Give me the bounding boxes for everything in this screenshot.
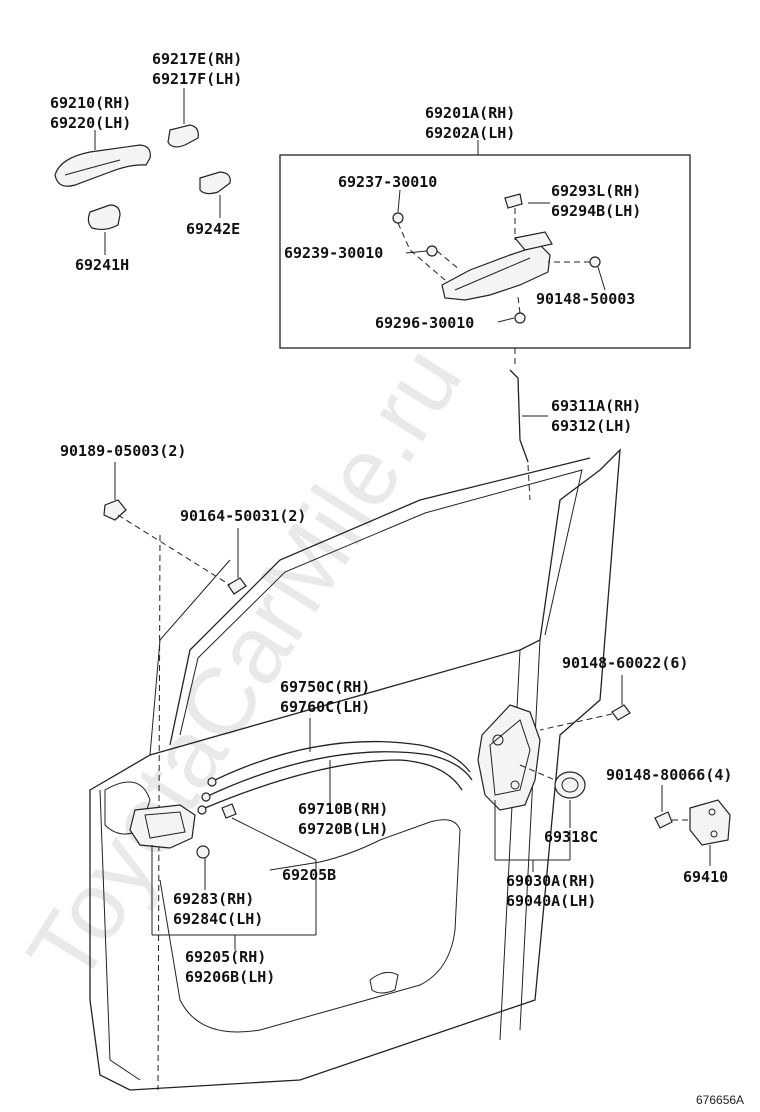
- screw-90164: [227, 528, 247, 595]
- label-90164: 90164-50031(2): [180, 507, 306, 525]
- clip-69205B: [221, 803, 237, 819]
- label-69201-rh: 69201A(RH): [425, 104, 515, 122]
- figure-number: 676656A: [696, 1093, 744, 1107]
- screw-90148-50003: [589, 256, 601, 268]
- label-69237: 69237-30010: [338, 173, 437, 191]
- label-69030-rh: 69030A(RH): [506, 872, 596, 890]
- label-90148-50003: 90148-50003: [536, 290, 635, 308]
- lock-assembly-box: [279, 154, 691, 349]
- clip-69239: [426, 245, 438, 257]
- outside-handle-frame: [392, 193, 601, 324]
- label-69710-rh: 69710B(RH): [298, 800, 388, 818]
- label-90148-80066: 90148-80066(4): [606, 766, 732, 784]
- label-90148-60022: 90148-60022(6): [562, 654, 688, 672]
- label-90189: 90189-05003(2): [60, 442, 186, 460]
- label-69239: 69239-30010: [284, 244, 383, 262]
- inside-handle: [129, 803, 317, 950]
- label-69217-rh: 69217E(RH): [152, 50, 242, 68]
- label-69710-lh: 69720B(LH): [298, 820, 388, 838]
- label-69205-rh: 69205(RH): [185, 948, 266, 966]
- label-69283-rh: 69283(RH): [173, 890, 254, 908]
- screw-69296: [514, 312, 526, 324]
- label-69205-lh: 69206B(LH): [185, 968, 275, 986]
- fastener-90189: [103, 462, 127, 521]
- label-69311-lh: 69312(LH): [551, 417, 632, 435]
- label-69210-rh: 69210(RH): [50, 94, 131, 112]
- label-69750-lh: 69760C(LH): [280, 698, 370, 716]
- label-69242: 69242E: [186, 220, 240, 238]
- door-lock: [477, 704, 571, 872]
- screw-90148-80066: [654, 785, 690, 829]
- label-69205b: 69205B: [282, 866, 336, 884]
- label-69750-rh: 69750C(RH): [280, 678, 370, 696]
- lock-rod: [509, 348, 548, 501]
- label-69283-lh: 69284C(LH): [173, 910, 263, 928]
- handle-pad: [87, 204, 121, 255]
- label-69241: 69241H: [75, 256, 129, 274]
- label-69318: 69318C: [544, 828, 598, 846]
- label-69311-rh: 69311A(RH): [551, 397, 641, 415]
- label-69201-lh: 69202A(LH): [425, 124, 515, 142]
- label-69210-lh: 69220(LH): [50, 114, 131, 132]
- label-69217-lh: 69217F(LH): [152, 70, 242, 88]
- label-69293-rh: 69293L(RH): [551, 182, 641, 200]
- clip-69293: [504, 193, 523, 209]
- handle-pad-2: [199, 171, 231, 218]
- outside-handle: [54, 130, 151, 187]
- cap-69283: [196, 845, 210, 859]
- label-69030-lh: 69040A(LH): [506, 892, 596, 910]
- label-69410: 69410: [683, 868, 728, 886]
- door-panel: [89, 448, 621, 1091]
- handle-cap: [167, 88, 199, 148]
- grommet-69318C: [519, 764, 586, 828]
- striker-69410: [689, 799, 731, 866]
- clip-69237: [392, 212, 404, 224]
- door-cables: [197, 718, 473, 815]
- label-69293-lh: 69294B(LH): [551, 202, 641, 220]
- label-69296: 69296-30010: [375, 314, 474, 332]
- screw-90148-60022: [539, 675, 631, 731]
